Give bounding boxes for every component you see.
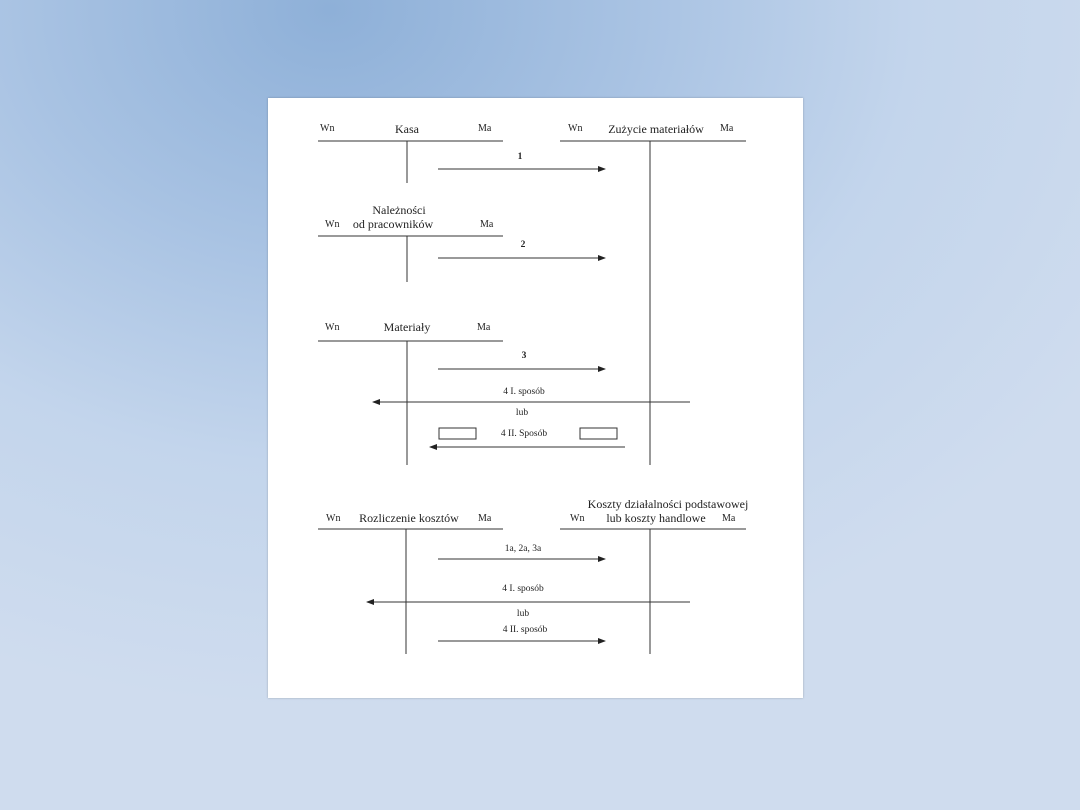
kasa-wn-label: Wn bbox=[320, 123, 335, 134]
arrow-2-label: 2 bbox=[520, 240, 526, 250]
lub-label-2: lub bbox=[516, 609, 530, 619]
zuzycie-ma-label: Ma bbox=[720, 123, 734, 134]
rozliczenie-ma-label: Ma bbox=[478, 513, 492, 524]
arrow-1a2a3a-label: 1a, 2a, 3a bbox=[504, 544, 542, 554]
arrow-4-1b-label: 4 I. sposób bbox=[502, 584, 544, 594]
arrow-3-label: 3 bbox=[521, 351, 527, 361]
koszty-title-line1: Koszty działalności podstawowej bbox=[587, 497, 749, 511]
koszty-title-line2: lub koszty handlowe bbox=[606, 511, 706, 525]
lub-label-1: lub bbox=[515, 408, 529, 418]
rozliczenie-title: Rozliczenie kosztów bbox=[359, 511, 459, 525]
arrow-4-1-label: 4 I. sposób bbox=[503, 387, 545, 397]
materialy-ma-label: Ma bbox=[477, 322, 491, 333]
naleznosci-title-line2: od pracowników bbox=[352, 217, 434, 231]
naleznosci-wn-label: Wn bbox=[325, 219, 340, 230]
box-left bbox=[438, 427, 477, 440]
kasa-ma-label: Ma bbox=[478, 123, 492, 134]
box-right bbox=[579, 427, 618, 440]
diagram-sheet: Wn Kasa Ma Wn Zużycie materiałów Ma Nale… bbox=[268, 98, 803, 698]
koszty-ma-label: Ma bbox=[722, 513, 736, 524]
arrow-4-2-label: 4 II. Sposób bbox=[500, 429, 548, 439]
naleznosci-ma-label: Ma bbox=[480, 219, 494, 230]
arrow-4-2b-label: 4 II. sposób bbox=[502, 625, 548, 635]
zuzycie-wn-label: Wn bbox=[568, 123, 583, 134]
arrow-1-label: 1 bbox=[517, 152, 523, 162]
zuzycie-title: Zużycie materiałów bbox=[608, 122, 704, 136]
materialy-title: Materiały bbox=[383, 320, 431, 334]
materialy-wn-label: Wn bbox=[325, 322, 340, 333]
kasa-title: Kasa bbox=[395, 122, 419, 136]
koszty-wn-label: Wn bbox=[570, 513, 585, 524]
diagram-lines bbox=[318, 140, 746, 654]
rozliczenie-wn-label: Wn bbox=[326, 513, 341, 524]
naleznosci-title-line1: Należności bbox=[372, 203, 426, 217]
